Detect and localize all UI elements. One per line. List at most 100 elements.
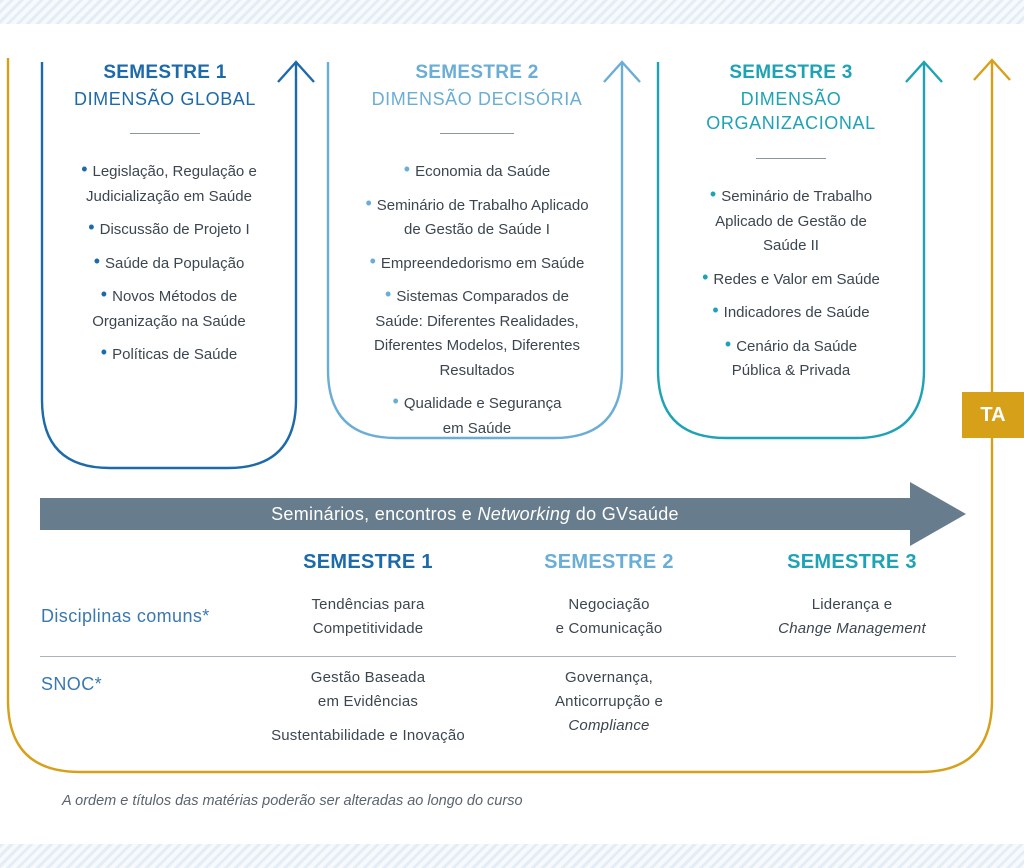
bottom-semester-2-title: SEMESTRE 2 (544, 551, 674, 573)
semester-3-subtitle: DIMENSÃO ORGANIZACIONAL (706, 89, 876, 133)
item-line: Resultados (439, 361, 515, 379)
cell-line: Anticorrupção e (554, 693, 664, 710)
ta-badge: TA (962, 392, 1024, 438)
top-stripe (0, 0, 1024, 24)
bullet-icon: • (702, 266, 709, 287)
semester-1-arrow-icon (277, 60, 315, 83)
cell-line: Tendências para (311, 596, 425, 613)
item-line: Redes e Valor em Saúde (713, 270, 880, 288)
semester-2-arrow-icon (603, 60, 641, 83)
bullet-icon: • (403, 159, 411, 179)
cell-disciplinas-sem2: Negociação e Comunicação (489, 593, 729, 641)
semester-1-title: SEMESTRE 1 (103, 62, 227, 83)
semester-3-item: •Indicadores de Saúde (666, 301, 916, 326)
bullet-icon: • (100, 284, 108, 304)
bullet-icon: • (712, 300, 719, 320)
semester-2-frame (326, 62, 624, 440)
semester-1-item: •Legislação, Regulação e Judicialização e… (44, 160, 294, 209)
bullet-icon: • (93, 250, 100, 271)
item-line: Pública & Privada (731, 362, 851, 379)
networking-band-label: Seminários, encontros e Networking do GV… (271, 504, 679, 524)
semester-2-item: •Qualidade e Segurança em Saúde (336, 392, 618, 441)
cell-line: em Evidências (317, 693, 419, 710)
row-label-disciplinas: Disciplinas comuns* (41, 606, 210, 626)
semester-1-item: • Saúde da População (44, 252, 294, 277)
cell-line: Governança, (564, 669, 654, 686)
item-line: Sistemas Comparados de (396, 288, 569, 305)
bottom-semester-3-title: SEMESTRE 3 (787, 551, 917, 573)
semester-1-subtitle: DIMENSÃO GLOBAL (73, 89, 257, 109)
item-line: Seminário de Trabalho (721, 188, 873, 205)
bullet-icon: • (88, 217, 95, 237)
cell-line: Gestão Baseada (310, 669, 426, 686)
cell-line: Compliance (568, 717, 650, 734)
item-line: Saúde: Diferentes Realidades, (375, 312, 579, 330)
row-divider (40, 656, 956, 657)
cell-disciplinas-sem3: Liderança e Change Management (732, 593, 972, 641)
cell-line: Sustentabilidade e Inovação (271, 727, 465, 744)
item-line: Economia da Saúde (415, 163, 551, 180)
bullet-icon: • (385, 284, 392, 304)
cell-line: Competitividade (312, 620, 424, 637)
item-line: Saúde II (763, 237, 819, 254)
outer-frame-path (6, 58, 994, 774)
semester-2-item: •Seminário de Trabalho Aplicado de Gestão… (336, 194, 618, 243)
item-line: em Saúde (442, 419, 512, 437)
bullet-icon: • (369, 250, 376, 271)
semester-1-item: •Discussão de Projeto I (44, 218, 294, 243)
semester-3-frame (656, 62, 926, 440)
semester-3-rule (756, 158, 826, 159)
semester-2-item: •Empreendedorismo em Saúde (336, 252, 618, 277)
cell-line: e Comunicação (555, 620, 663, 637)
item-line: Diferentes Modelos, Diferentes (374, 337, 580, 354)
semester-3-arrow-icon (905, 60, 943, 83)
item-line: de Gestão de Saúde I (404, 221, 550, 238)
bullet-icon: • (724, 333, 732, 354)
item-line: Seminário de Trabalho Aplicado (376, 196, 589, 214)
semester-1-item: •Políticas de Saúde (44, 343, 294, 368)
bullet-icon: • (81, 159, 88, 179)
cell-snoc-sem2: Governança, Anticorrupção e Compliance (489, 666, 729, 738)
semester-1-item: •Novos Métodos de Organização na Saúde (44, 285, 294, 334)
cell-line: Change Management (778, 620, 926, 637)
semester-2-item: •Economia da Saúde (336, 160, 618, 185)
outer-arrow-head-icon (973, 58, 1011, 81)
item-line: Cenário da Saúde (736, 337, 858, 355)
semester-2-items: •Economia da Saúde•Seminário de Trabalho… (336, 160, 618, 450)
bullet-icon: • (709, 184, 717, 204)
semester-2-title: SEMESTRE 2 (415, 62, 539, 83)
item-line: Empreendedorismo em Saúde (380, 254, 585, 272)
item-line: Discussão de Projeto I (99, 221, 250, 238)
cell-line: Liderança e (811, 596, 893, 613)
semester-3-title: SEMESTRE 3 (729, 62, 853, 83)
bullet-icon: • (392, 391, 399, 411)
bullet-icon: • (365, 192, 372, 213)
semester-1-rule (130, 133, 200, 134)
item-line: Legislação, Regulação e (92, 163, 257, 180)
item-line: Qualidade e Segurança (403, 395, 562, 412)
item-line: Novos Métodos de (112, 288, 238, 305)
item-line: Aplicado de Gestão de (715, 212, 867, 230)
semester-3-item: •Redes e Valor em Saúde (666, 268, 916, 293)
semester-2-rule (440, 133, 514, 134)
semester-2-item: •Sistemas Comparados de Saúde: Diferentes… (336, 285, 618, 383)
row-label-snoc: SNOC* (41, 674, 103, 694)
item-line: Saúde da População (105, 254, 245, 272)
cell-line: Negociação (568, 596, 650, 613)
footnote: A ordem e títulos das matérias poderão s… (62, 793, 523, 809)
bottom-semester-1-title: SEMESTRE 1 (303, 551, 433, 573)
bottom-stripe (0, 844, 1024, 868)
item-line: Organização na Saúde (92, 312, 246, 330)
bullet-icon: • (100, 342, 108, 362)
semester-1-frame (40, 62, 298, 470)
item-line: Políticas de Saúde (112, 346, 238, 363)
item-line: Judicialização em Saúde (86, 187, 252, 205)
semester-2-subtitle: DIMENSÃO DECISÓRIA (371, 89, 583, 109)
